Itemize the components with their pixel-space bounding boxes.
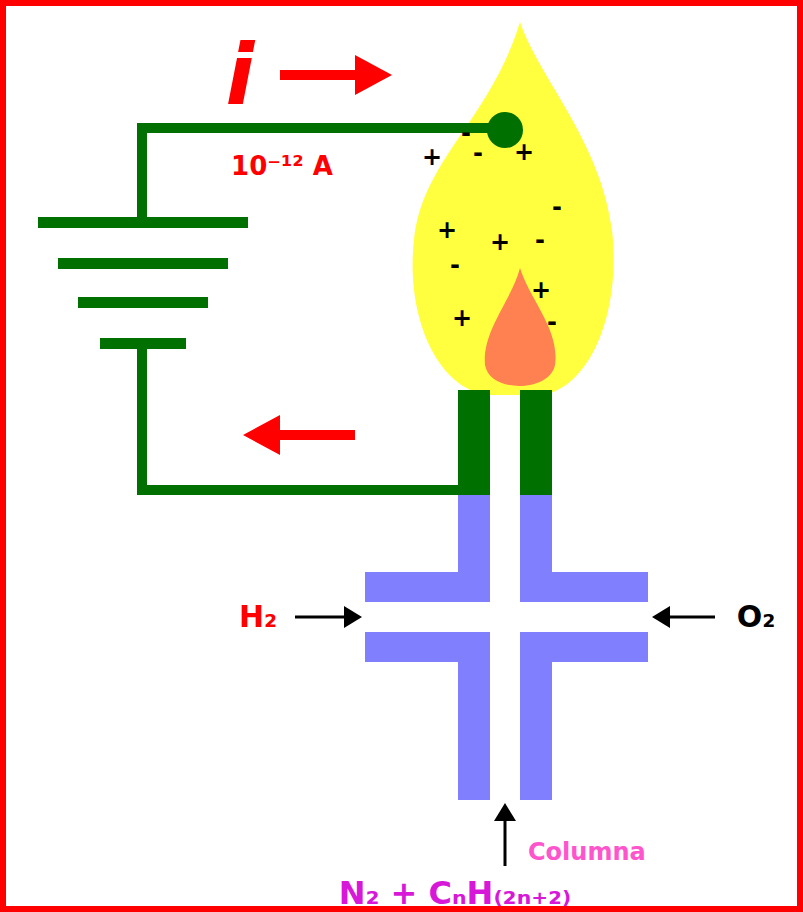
charge-sign: + <box>490 230 510 254</box>
charge-sign: + <box>531 278 551 302</box>
charge-sign: + <box>437 218 457 242</box>
frame <box>3 3 800 909</box>
charge-sign: - <box>552 195 562 219</box>
charge-sign: - <box>473 141 483 165</box>
gas-name: O₂ <box>737 602 776 632</box>
wire <box>142 343 462 490</box>
gas-inlet-arrow <box>295 606 362 628</box>
flame <box>413 22 614 395</box>
charge-sign: - <box>535 228 545 252</box>
burner-body <box>365 495 648 800</box>
charge-sign: + <box>452 306 472 330</box>
burner-jet <box>458 390 552 495</box>
current-symbol: i <box>226 33 255 117</box>
charge-sign: - <box>461 121 471 145</box>
column-label: Columna <box>528 840 646 864</box>
charge-sign: + <box>422 145 442 169</box>
inner-flame <box>485 268 556 386</box>
column-inlet-arrow <box>494 803 516 866</box>
current-value: 10⁻¹² A <box>231 153 333 179</box>
battery-symbol <box>38 217 248 349</box>
current-arrow <box>243 415 355 455</box>
gas-inlet-arrow <box>652 606 715 628</box>
charge-sign: - <box>450 253 460 277</box>
wire <box>142 128 492 222</box>
charge-sign: - <box>547 310 557 334</box>
charge-sign: + <box>514 140 534 164</box>
column-effluent: N₂ + CₙH₍₂ₙ₊₂₎ <box>339 877 572 909</box>
current-arrow <box>280 55 392 95</box>
gas-name: H₂ <box>239 602 277 632</box>
burner-channel <box>365 495 648 800</box>
